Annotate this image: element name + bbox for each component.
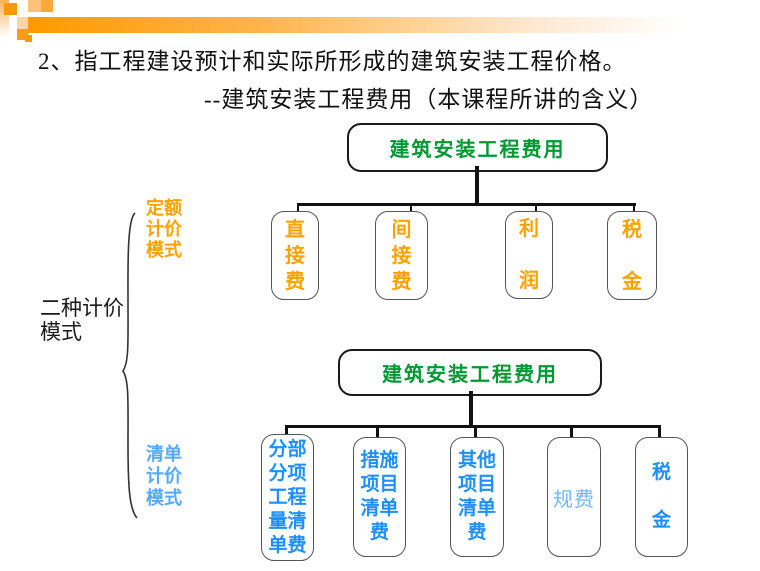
label-quota-pricing-mode: 定额 计价 模式: [146, 198, 182, 260]
corner-square: [28, 0, 41, 12]
diagram1-stub: [633, 203, 635, 213]
diagram1-leaf-tax: 税 金: [607, 211, 657, 300]
diagram1-leaf-indirect-cost: 间 接 费: [375, 211, 428, 300]
diagram1-stub: [410, 203, 412, 213]
diagram2-leaf-measures-bill-fee: 措施 项目 清单 费: [353, 437, 406, 557]
diagram2-leaf-other-bill-fee: 其他 项目 清单 费: [450, 437, 504, 557]
diagram1-root-connector: [475, 166, 479, 205]
diagram2-stub: [376, 425, 379, 437]
diagram2-leaf-regulation-fee: 规费: [547, 437, 601, 557]
diagram1-root-box: 建筑安装工程费用: [347, 123, 608, 172]
diagram2-root-box: 建筑安装工程费用: [338, 349, 602, 396]
diagram1-leaf-profit: 利 润: [505, 211, 553, 299]
slide-title-line1: 2、指工程建设预计和实际所形成的建筑安装工程价格。: [38, 49, 627, 74]
grouping-brace: [122, 212, 138, 519]
diagram2-root-connector: [469, 391, 473, 427]
diagram2-branch-line: [285, 425, 661, 428]
corner-square: [41, 0, 53, 12]
diagram2-leaf-subsection-bill-fee: 分部 分项 工程 量清 单费: [261, 434, 314, 561]
diagram2-stub: [285, 425, 288, 437]
corner-square: [4, 3, 17, 15]
diagram1-branch-line: [298, 203, 636, 206]
diagram1-leaf-direct-cost: 直 接 费: [271, 211, 319, 300]
label-list-pricing-mode: 清单 计价 模式: [146, 444, 182, 508]
slide-title-line2: --建筑安装工程费用（本课程所讲的含义）: [204, 87, 654, 112]
diagram2-stub: [474, 425, 477, 437]
corner-gradient-strip: [0, 0, 9, 37]
corner-square: [17, 29, 28, 40]
top-accent-bar: [28, 17, 704, 33]
corner-square: [17, 17, 28, 29]
diagram1-stub: [535, 203, 537, 213]
diagram2-leaf-tax: 税 金: [635, 437, 688, 557]
diagram2-stub: [570, 425, 573, 437]
label-two-pricing-modes: 二种计价 模式: [40, 296, 124, 344]
diagram1-stub: [297, 203, 299, 213]
diagram2-stub: [658, 425, 661, 437]
corner-square: [25, 35, 32, 42]
